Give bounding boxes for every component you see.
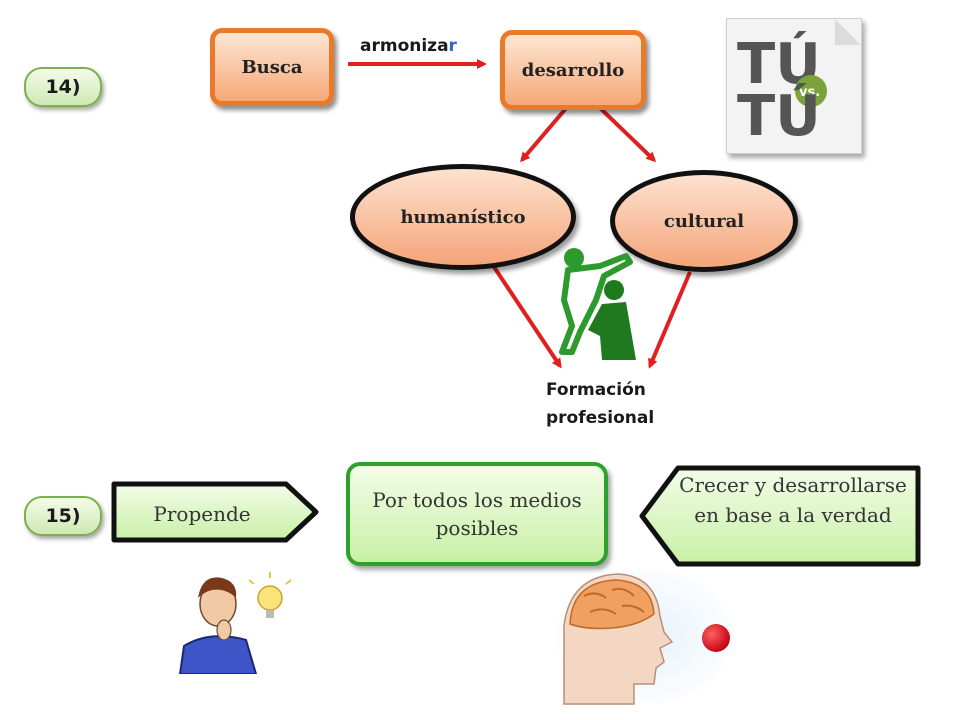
thinking-person-illustration <box>160 570 310 674</box>
desarrollo-box: desarrollo <box>500 30 646 110</box>
desarrollo-label: desarrollo <box>521 59 625 81</box>
armonizar-text: armoniza <box>360 36 449 56</box>
arrow-desarrollo-humanistico <box>520 104 570 163</box>
logo-text-vs: vs. <box>799 85 820 100</box>
busca-label: Busca <box>241 56 303 78</box>
crecer-label: Crecer y desarrollarse en base a la verd… <box>679 473 907 527</box>
helping-people-icon <box>559 248 636 360</box>
medios-box: Por todos los medios posibles <box>346 462 608 566</box>
badge-14: 14) <box>24 67 102 107</box>
logo-text-bottom: TÚ <box>737 84 821 149</box>
armonizar-last-letter: r <box>448 36 457 56</box>
arrow-humanistico-formacion <box>490 262 562 369</box>
formacion-line-2: profesional <box>546 408 655 428</box>
formacion-label: Formación profesional <box>546 376 654 432</box>
badge-15: 15) <box>24 496 102 536</box>
humanistico-label: humanístico <box>400 206 526 228</box>
crecer-arrow-shape <box>639 465 921 567</box>
armonizar-label: armonizar <box>360 36 457 56</box>
cultural-ellipse: cultural <box>610 170 798 272</box>
propende-arrow-shape <box>111 481 319 543</box>
brain-head-illustration <box>556 568 732 705</box>
propende-label: Propende <box>153 502 251 526</box>
cultural-label: cultural <box>663 210 745 232</box>
logo-graphic: TÚ vs. TÚ <box>737 19 861 149</box>
busca-box: Busca <box>210 28 334 106</box>
arrow-desarrollo-cultural <box>596 104 657 163</box>
formacion-line-1: Formación <box>546 380 646 400</box>
tu-vs-tu-logo: TÚ vs. TÚ <box>726 18 862 154</box>
lightbulb-icon <box>257 585 283 611</box>
medios-label: Por todos los medios posibles <box>372 488 582 540</box>
humanistico-ellipse: humanístico <box>350 164 576 270</box>
arrow-cultural-formacion <box>648 271 692 369</box>
